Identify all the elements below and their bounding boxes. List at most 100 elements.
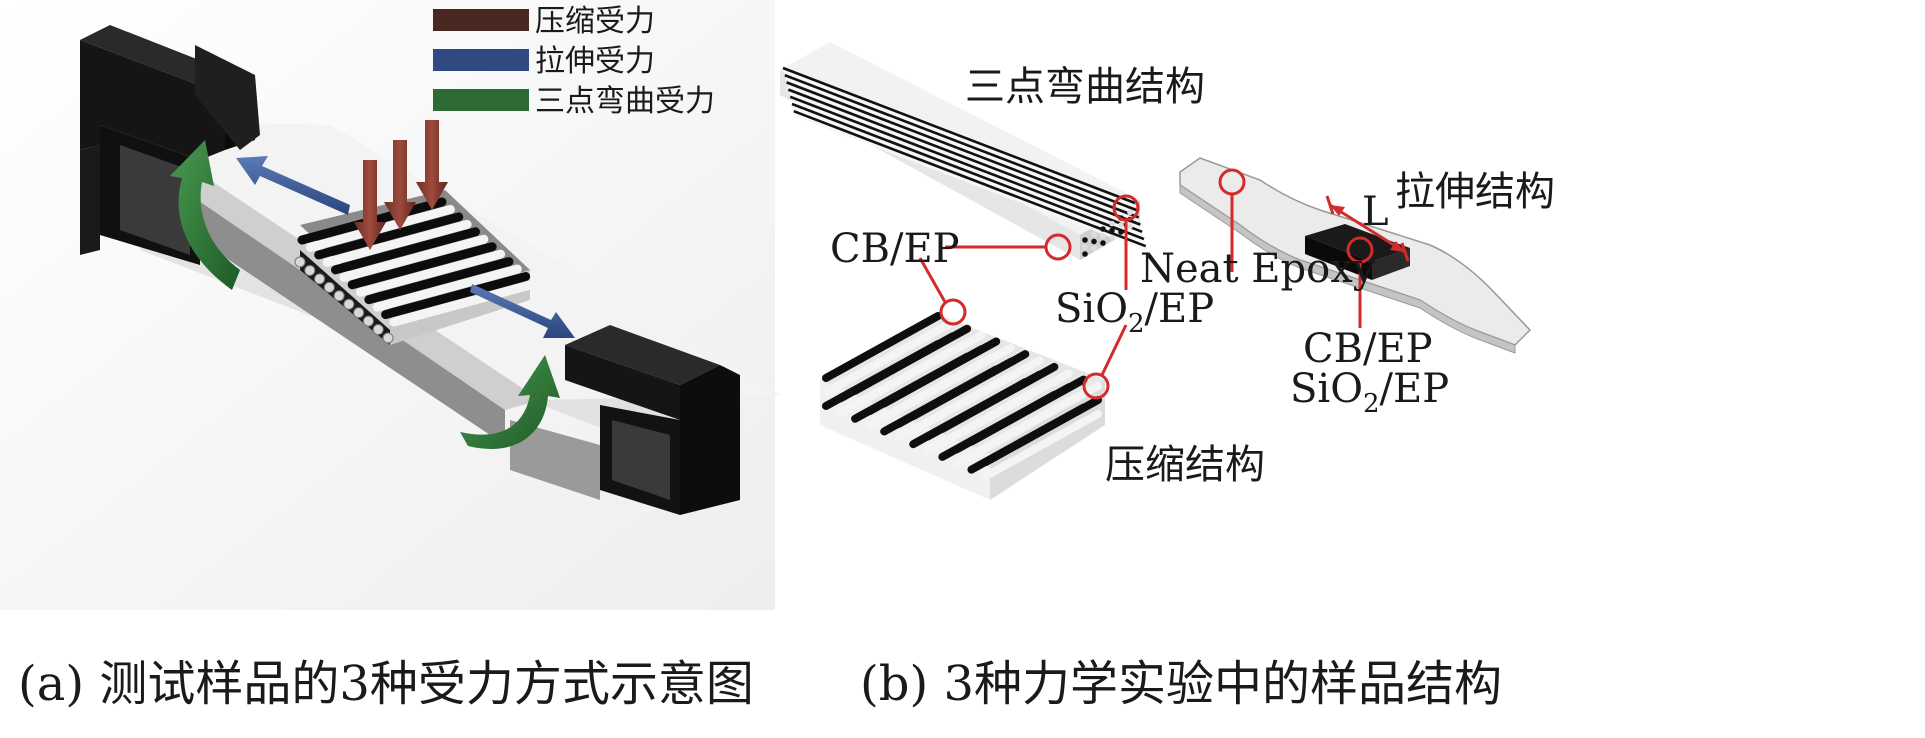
strip-fiber [793, 109, 1147, 248]
label-sio2-ep-left: SiO2/EP [1055, 286, 1214, 339]
fiber-end [382, 332, 394, 344]
fiber-end [294, 256, 306, 268]
annotation-leaders [918, 168, 1374, 400]
block-fiber [909, 378, 1030, 449]
strip-fiber-end [1127, 209, 1133, 216]
strip-fiber [791, 102, 1145, 241]
block-fiber [865, 359, 986, 430]
cb-ep-gauge-section [1305, 224, 1410, 262]
label-compression: 压缩结构 [1105, 442, 1265, 488]
label-three-point-bending: 三点弯曲结构 [965, 64, 1205, 110]
strip-fiber-end [1100, 240, 1106, 246]
block-fiber [822, 312, 942, 382]
fiber-rod [389, 279, 539, 327]
strip-fiber-end [1109, 234, 1115, 241]
strip-fiber-end [1082, 237, 1088, 243]
strip-fiber-end [1091, 245, 1097, 252]
strip-fiber [787, 88, 1141, 226]
sio2-left-sub: 2 [1128, 309, 1145, 339]
label-tension: 拉伸结构 [1395, 169, 1555, 215]
sio2-right-tail: /EP [1380, 366, 1450, 412]
block-fiber [982, 410, 1102, 480]
callout-circle-block-sio2 [1082, 372, 1110, 400]
fiber-end [343, 298, 355, 310]
tension-force-arrows [236, 156, 575, 338]
fiber-end [372, 324, 384, 336]
block-fiber [822, 340, 942, 410]
compression-arrow [416, 120, 448, 210]
block-fiber [880, 365, 1001, 436]
strip-fiber-end [1109, 227, 1115, 234]
label-neat-epoxy: Neat Epoxy [1140, 246, 1376, 292]
strip-fiber-end [1127, 223, 1133, 230]
fiber-rod [364, 257, 514, 305]
three-point-bending-specimen [780, 42, 1148, 260]
fiber-rod [347, 242, 497, 290]
strip-fiber [783, 70, 1137, 208]
fiber-end [333, 290, 345, 302]
block-fiber [851, 352, 972, 423]
strip-fiber-end [1118, 229, 1124, 235]
compression-arrow [354, 160, 386, 250]
strip-fiber-end [1082, 244, 1088, 250]
sio2-left-main: SiO [1055, 286, 1128, 332]
strip-fiber-end [1082, 251, 1088, 257]
panel-b-illustration: 三点弯曲结构 压缩结构 L 拉伸结构 [780, 42, 1555, 500]
strip-fiber-end [1109, 220, 1115, 227]
fiber-rod [356, 249, 506, 297]
callout-circle-block-cb [939, 298, 967, 326]
fiber-end [353, 307, 365, 319]
caption-panel-a: (a) 测试样品的3种受力方式示意图 [18, 656, 754, 712]
legend-swatch-tension [433, 49, 529, 71]
strip-fiber [786, 81, 1140, 219]
length-dimension: L [1325, 189, 1410, 262]
strip-fiber-end [1100, 226, 1106, 232]
strip-fiber [787, 84, 1140, 223]
left-clamp-fixture [80, 25, 260, 265]
strip-fiber [785, 77, 1139, 216]
legend-label-bending: 三点弯曲受力 [535, 84, 715, 119]
label-sio2-ep-right: SiO2/EP [1290, 366, 1449, 419]
compression-specimen [820, 312, 1105, 500]
strip-fiber [789, 95, 1143, 234]
bending-force-arrows [170, 140, 560, 449]
compression-force-arrows [354, 120, 448, 250]
fiber-block-3d [294, 190, 539, 345]
strip-fiber [784, 73, 1138, 212]
strip-fiber [782, 66, 1136, 205]
force-legend: 压缩受力 拉伸受力 三点弯曲受力 [433, 4, 715, 119]
block-fiber [894, 371, 1015, 442]
fiber-rod [339, 234, 489, 282]
caption-panel-b: (b) 3种力学实验中的样品结构 [860, 656, 1502, 712]
label-cb-ep-right: CB/EP [1303, 326, 1433, 372]
strip-fiber-end [1100, 233, 1106, 239]
tension-specimen [1179, 157, 1532, 354]
fiber-rod [322, 219, 472, 267]
block-fiber [967, 403, 1088, 474]
label-cb-ep-left: CB/EP [830, 226, 960, 272]
strip-fiber [790, 99, 1144, 237]
legend-label-compression: 压缩受力 [535, 4, 655, 39]
sio2-right-main: SiO [1290, 366, 1363, 412]
right-clamp-fixture [510, 325, 740, 515]
strip-fiber-end [1091, 238, 1097, 245]
strip-fiber [788, 91, 1142, 230]
label-length-L: L [1362, 189, 1389, 235]
fiber-rod [314, 212, 464, 260]
strip-fiber-end [1091, 231, 1097, 238]
fiber-end [304, 264, 316, 276]
fiber-end [362, 315, 374, 327]
fiber-rod [330, 227, 480, 275]
block-fiber [822, 326, 942, 396]
block-fiber [938, 390, 1059, 461]
legend-swatch-bending [433, 89, 529, 111]
fiber-end [314, 273, 326, 285]
sio2-left-tail: /EP [1145, 286, 1215, 332]
strip-fiber-end [1118, 222, 1124, 228]
strip-fiber [792, 106, 1146, 244]
fiber-end [323, 281, 335, 293]
panel-a-illustration: 压缩受力 拉伸受力 三点弯曲受力 [0, 0, 780, 610]
legend-label-tension: 拉伸受力 [535, 44, 655, 79]
fiber-rod [381, 272, 531, 320]
